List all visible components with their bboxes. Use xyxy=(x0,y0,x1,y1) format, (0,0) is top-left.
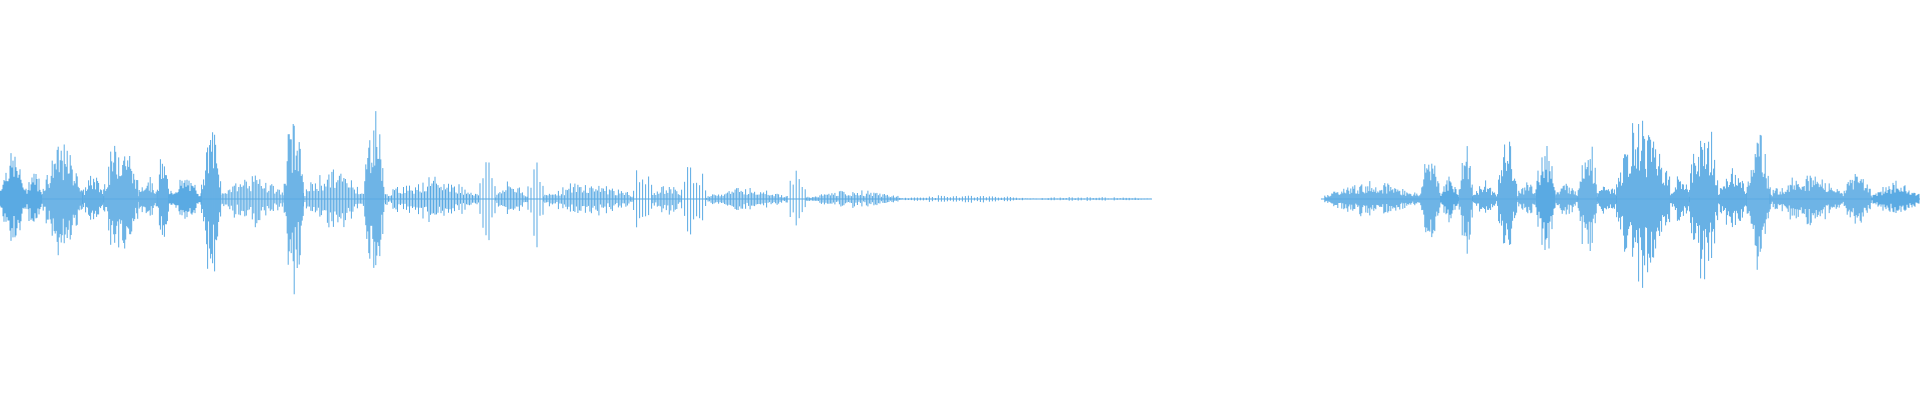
waveform-bars xyxy=(0,111,1920,295)
